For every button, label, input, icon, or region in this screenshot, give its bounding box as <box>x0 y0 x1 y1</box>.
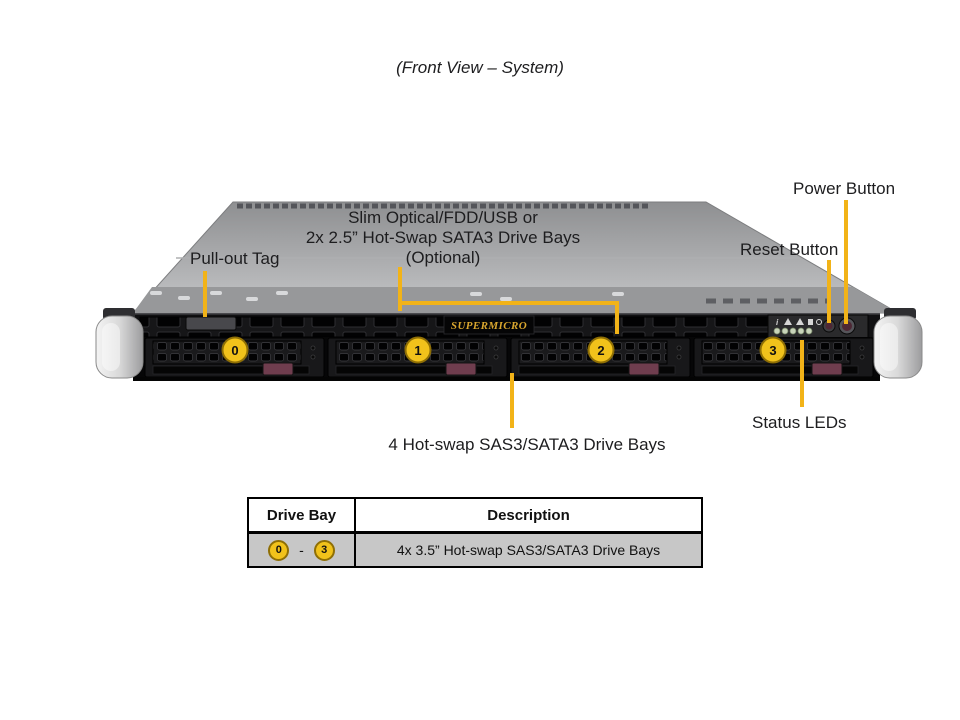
table-cell-bay-range: 0 - 3 <box>247 531 356 568</box>
callout-line-slim-bay <box>398 267 619 334</box>
drive-bay-0: 0 <box>144 336 325 378</box>
tray-latch <box>628 362 660 376</box>
bay-range-start-badge: 0 <box>268 539 290 561</box>
reset-button-label: Reset Button <box>740 240 839 259</box>
bay-number-badge <box>221 336 249 364</box>
pull-out-tag <box>185 316 237 331</box>
power-warning-icon <box>796 318 804 325</box>
tray-latch <box>811 362 843 376</box>
tray-handle <box>335 365 493 375</box>
chassis-lid <box>131 201 900 314</box>
tray-handle <box>518 365 676 375</box>
status-leds <box>773 327 813 335</box>
table-cell-description: 4x 3.5” Hot-swap SAS3/SATA3 Drive Bays <box>354 531 703 568</box>
pull-out-tag-label: Pull-out Tag <box>190 249 280 268</box>
hdd-activity-icon <box>808 319 813 325</box>
power-button-label: Power Button <box>793 179 896 198</box>
bay-number-badge <box>404 336 432 364</box>
bay-number: 2 <box>597 343 604 358</box>
nic-activity-icon <box>816 319 822 325</box>
figure-title: (Front View – System) <box>396 58 564 77</box>
drive-bay-row: 0 1 2 <box>133 336 880 381</box>
info-icon: i <box>776 318 779 327</box>
table-header-drive-bay: Drive Bay <box>247 497 356 534</box>
bay-range-dash: - <box>299 542 304 558</box>
status-leds-label: Status LEDs <box>752 413 847 432</box>
bay-number: 0 <box>231 343 238 358</box>
bay-number: 1 <box>414 343 421 358</box>
drive-bays-label: 4 Hot-swap SAS3/SATA3 Drive Bays <box>388 435 666 454</box>
bay-range-end-badge: 3 <box>313 539 335 561</box>
brand-logo: SUPERMICRO <box>443 315 535 335</box>
slim-bay-label-line1: Slim Optical/FDD/USB or <box>348 208 538 227</box>
slim-bay-label-line3: (Optional) <box>405 248 481 267</box>
brand-logo-text: SUPERMICRO <box>451 320 527 332</box>
slim-bay-label: Slim Optical/FDD/USB or 2x 2.5” Hot-Swap… <box>290 208 596 268</box>
bay-number-badge <box>759 336 787 364</box>
callout-lines <box>203 200 848 428</box>
overheat-warning-icon <box>784 318 792 325</box>
drive-bay-2: 2 <box>510 336 691 378</box>
tray-latch <box>445 362 477 376</box>
reset-button <box>822 319 836 333</box>
rack-ear-left <box>95 308 144 379</box>
drive-bay-table: Drive Bay Description 0 - 3 4x 3.5” Hot-… <box>247 497 703 568</box>
drive-bay-3: 3 <box>693 336 874 378</box>
drive-bay-1: 1 <box>327 336 508 378</box>
front-control-panel: i <box>767 314 869 339</box>
bay-number: 3 <box>769 343 776 358</box>
lid-screw-slots <box>150 291 624 301</box>
slim-bay-label-line2: 2x 2.5” Hot-Swap SATA3 Drive Bays <box>305 228 581 247</box>
table-header-description: Description <box>354 497 703 534</box>
tray-handle <box>152 365 310 375</box>
table-row: 0 - 3 4x 3.5” Hot-swap SAS3/SATA3 Drive … <box>247 531 703 568</box>
rack-ear-right <box>873 308 923 379</box>
tray-handle <box>701 365 859 375</box>
tray-latch <box>262 362 294 376</box>
bay-number-badge <box>587 336 615 364</box>
